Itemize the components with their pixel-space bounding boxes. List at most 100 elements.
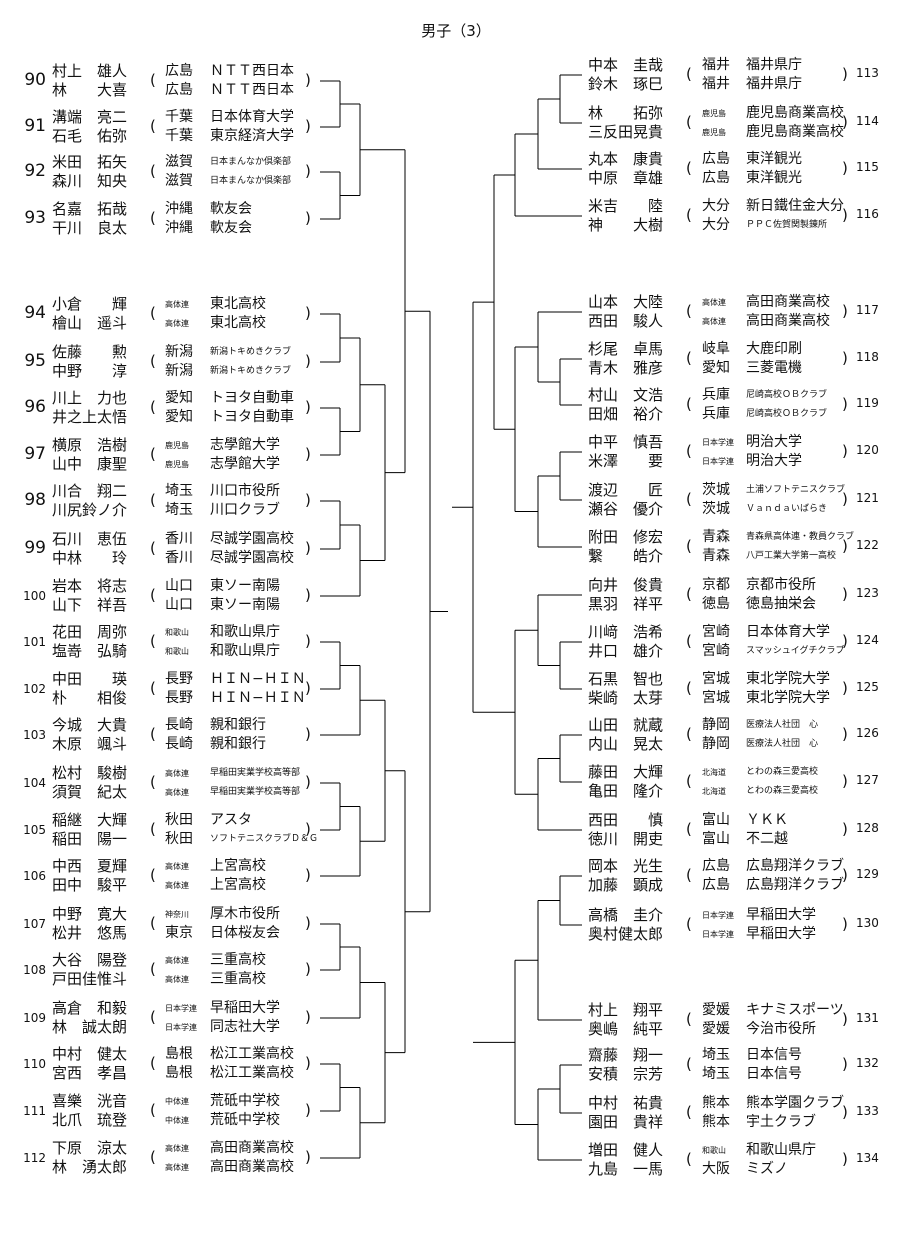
paren-open: ( — [150, 445, 156, 463]
player-prefecture: 北海道 — [702, 787, 726, 796]
player-prefecture: 日本学連 — [702, 930, 734, 939]
player-prefecture: 大分 — [702, 198, 730, 214]
player-name: 中村 祐貴 — [588, 1094, 664, 1112]
seed-number: 130 — [856, 916, 879, 930]
paren-close: ) — [842, 1010, 848, 1028]
player-prefecture: 日本学連 — [165, 1023, 197, 1032]
player-team: ＮＴＴ西日本 — [210, 63, 294, 79]
player-team: 尽誠学園高校 — [210, 531, 294, 547]
player-name: 喜樂 洸音 — [52, 1092, 128, 1110]
player-team: 東北高校 — [210, 315, 266, 331]
player-name: 黒羽 祥平 — [588, 595, 664, 613]
paren-open: ( — [150, 866, 156, 884]
seed-number: 113 — [856, 66, 879, 80]
paren-open: ( — [686, 349, 692, 367]
paren-close: ) — [842, 113, 848, 131]
player-name: 附田 修宏 — [588, 528, 664, 546]
player-name: 米吉 陸 — [588, 197, 664, 215]
seed-number: 109 — [23, 1011, 46, 1025]
player-name: 山本 大陸 — [588, 293, 664, 311]
player-prefecture: 徳島 — [702, 596, 730, 612]
player-name: 石黒 智也 — [588, 670, 664, 688]
player-name: 中平 慎吾 — [588, 433, 664, 451]
paren-open: ( — [150, 162, 156, 180]
player-prefecture: 長崎 — [165, 717, 193, 733]
player-prefecture: 高体連 — [165, 975, 189, 984]
paren-open: ( — [150, 209, 156, 227]
player-name: 加藤 顕成 — [588, 876, 664, 894]
player-prefecture: 滋賀 — [165, 154, 193, 170]
seed-number: 93 — [24, 208, 46, 228]
player-name: 松村 駿樹 — [52, 764, 128, 782]
paren-open: ( — [150, 304, 156, 322]
player-name: 柴崎 太芽 — [588, 689, 664, 707]
paren-open: ( — [686, 113, 692, 131]
player-name: 松井 悠馬 — [52, 924, 128, 942]
player-name: 山田 就蔵 — [588, 716, 664, 734]
seed-number: 91 — [24, 116, 46, 136]
paren-close: ) — [305, 1101, 311, 1119]
player-team: 新潟トキめきクラブ — [210, 366, 292, 376]
player-team: キナミスポーツ — [746, 1002, 844, 1018]
player-name: 齋藤 翔一 — [588, 1046, 664, 1064]
player-team: 高田商業高校 — [210, 1159, 294, 1175]
paren-open: ( — [686, 915, 692, 933]
seed-number: 124 — [856, 633, 879, 647]
player-name: 中林 玲 — [52, 549, 128, 567]
player-name: 川上 力也 — [52, 389, 128, 407]
player-prefecture: 広島 — [702, 151, 730, 167]
player-prefecture: 広島 — [165, 63, 193, 79]
player-name: 岡本 光生 — [588, 857, 664, 875]
player-team: 松江工業高校 — [210, 1065, 294, 1081]
player-team: 東京経済大学 — [210, 128, 294, 144]
paren-close: ) — [305, 162, 311, 180]
paren-open: ( — [150, 773, 156, 791]
player-prefecture: 兵庫 — [702, 406, 730, 422]
paren-close: ) — [842, 915, 848, 933]
player-team: 軟友会 — [210, 201, 252, 217]
player-name: 今城 大貴 — [52, 716, 128, 734]
player-team: とわの森三愛高校 — [746, 767, 819, 777]
paren-close: ) — [305, 679, 311, 697]
player-prefecture: 北海道 — [702, 768, 726, 777]
player-team: 三重高校 — [210, 971, 266, 987]
player-team: 志學館大学 — [210, 437, 280, 453]
player-team: ソフトテニスクラブＤ＆Ｇ — [210, 834, 319, 844]
player-prefecture: 和歌山 — [165, 647, 189, 656]
paren-close: ) — [842, 206, 848, 224]
seed-number: 116 — [856, 207, 879, 221]
player-name: 亀田 隆介 — [588, 782, 664, 800]
player-team: 志學館大学 — [210, 456, 280, 472]
player-name: 岩本 将志 — [52, 577, 128, 595]
player-name: 下原 涼太 — [52, 1139, 128, 1157]
paren-close: ) — [305, 1054, 311, 1072]
player-prefecture: 新潟 — [165, 363, 193, 379]
paren-close: ) — [842, 679, 848, 697]
player-team: ＮＴＴ西日本 — [210, 82, 294, 98]
player-prefecture: 埼玉 — [165, 483, 193, 499]
seed-number: 107 — [23, 917, 46, 931]
player-team: 高田商業高校 — [210, 1140, 294, 1156]
player-name: 稲田 陽一 — [52, 830, 128, 848]
paren-close: ) — [305, 773, 311, 791]
player-prefecture: 和歌山 — [165, 628, 189, 637]
paren-open: ( — [686, 772, 692, 790]
paren-close: ) — [842, 490, 848, 508]
paren-close: ) — [842, 866, 848, 884]
seed-number: 96 — [24, 397, 46, 417]
player-team: 日本体育大学 — [210, 109, 294, 125]
